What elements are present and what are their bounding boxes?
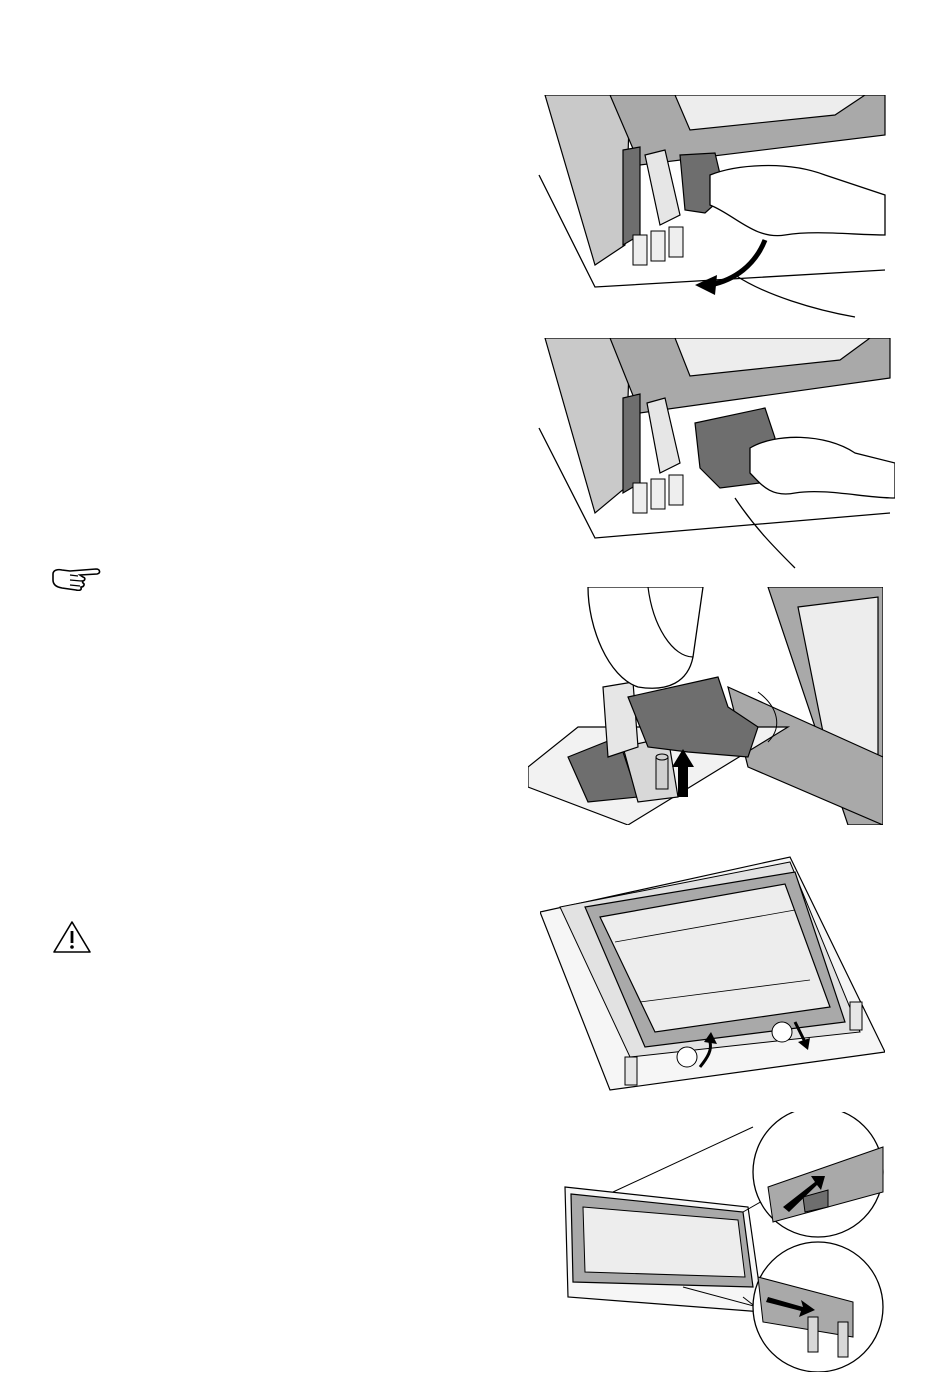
door-glass-panel-removal-illustration — [540, 852, 885, 1092]
pointing-hand-note-icon — [50, 565, 104, 591]
warning-triangle-icon — [52, 920, 92, 954]
hinge-lever-lift-illustration — [528, 587, 883, 825]
door-hinge-lever-unlock-illustration — [535, 95, 890, 320]
door-glass-panel-seal-detail-illustration — [553, 1112, 888, 1372]
door-hinge-lever-open-illustration — [535, 338, 895, 570]
